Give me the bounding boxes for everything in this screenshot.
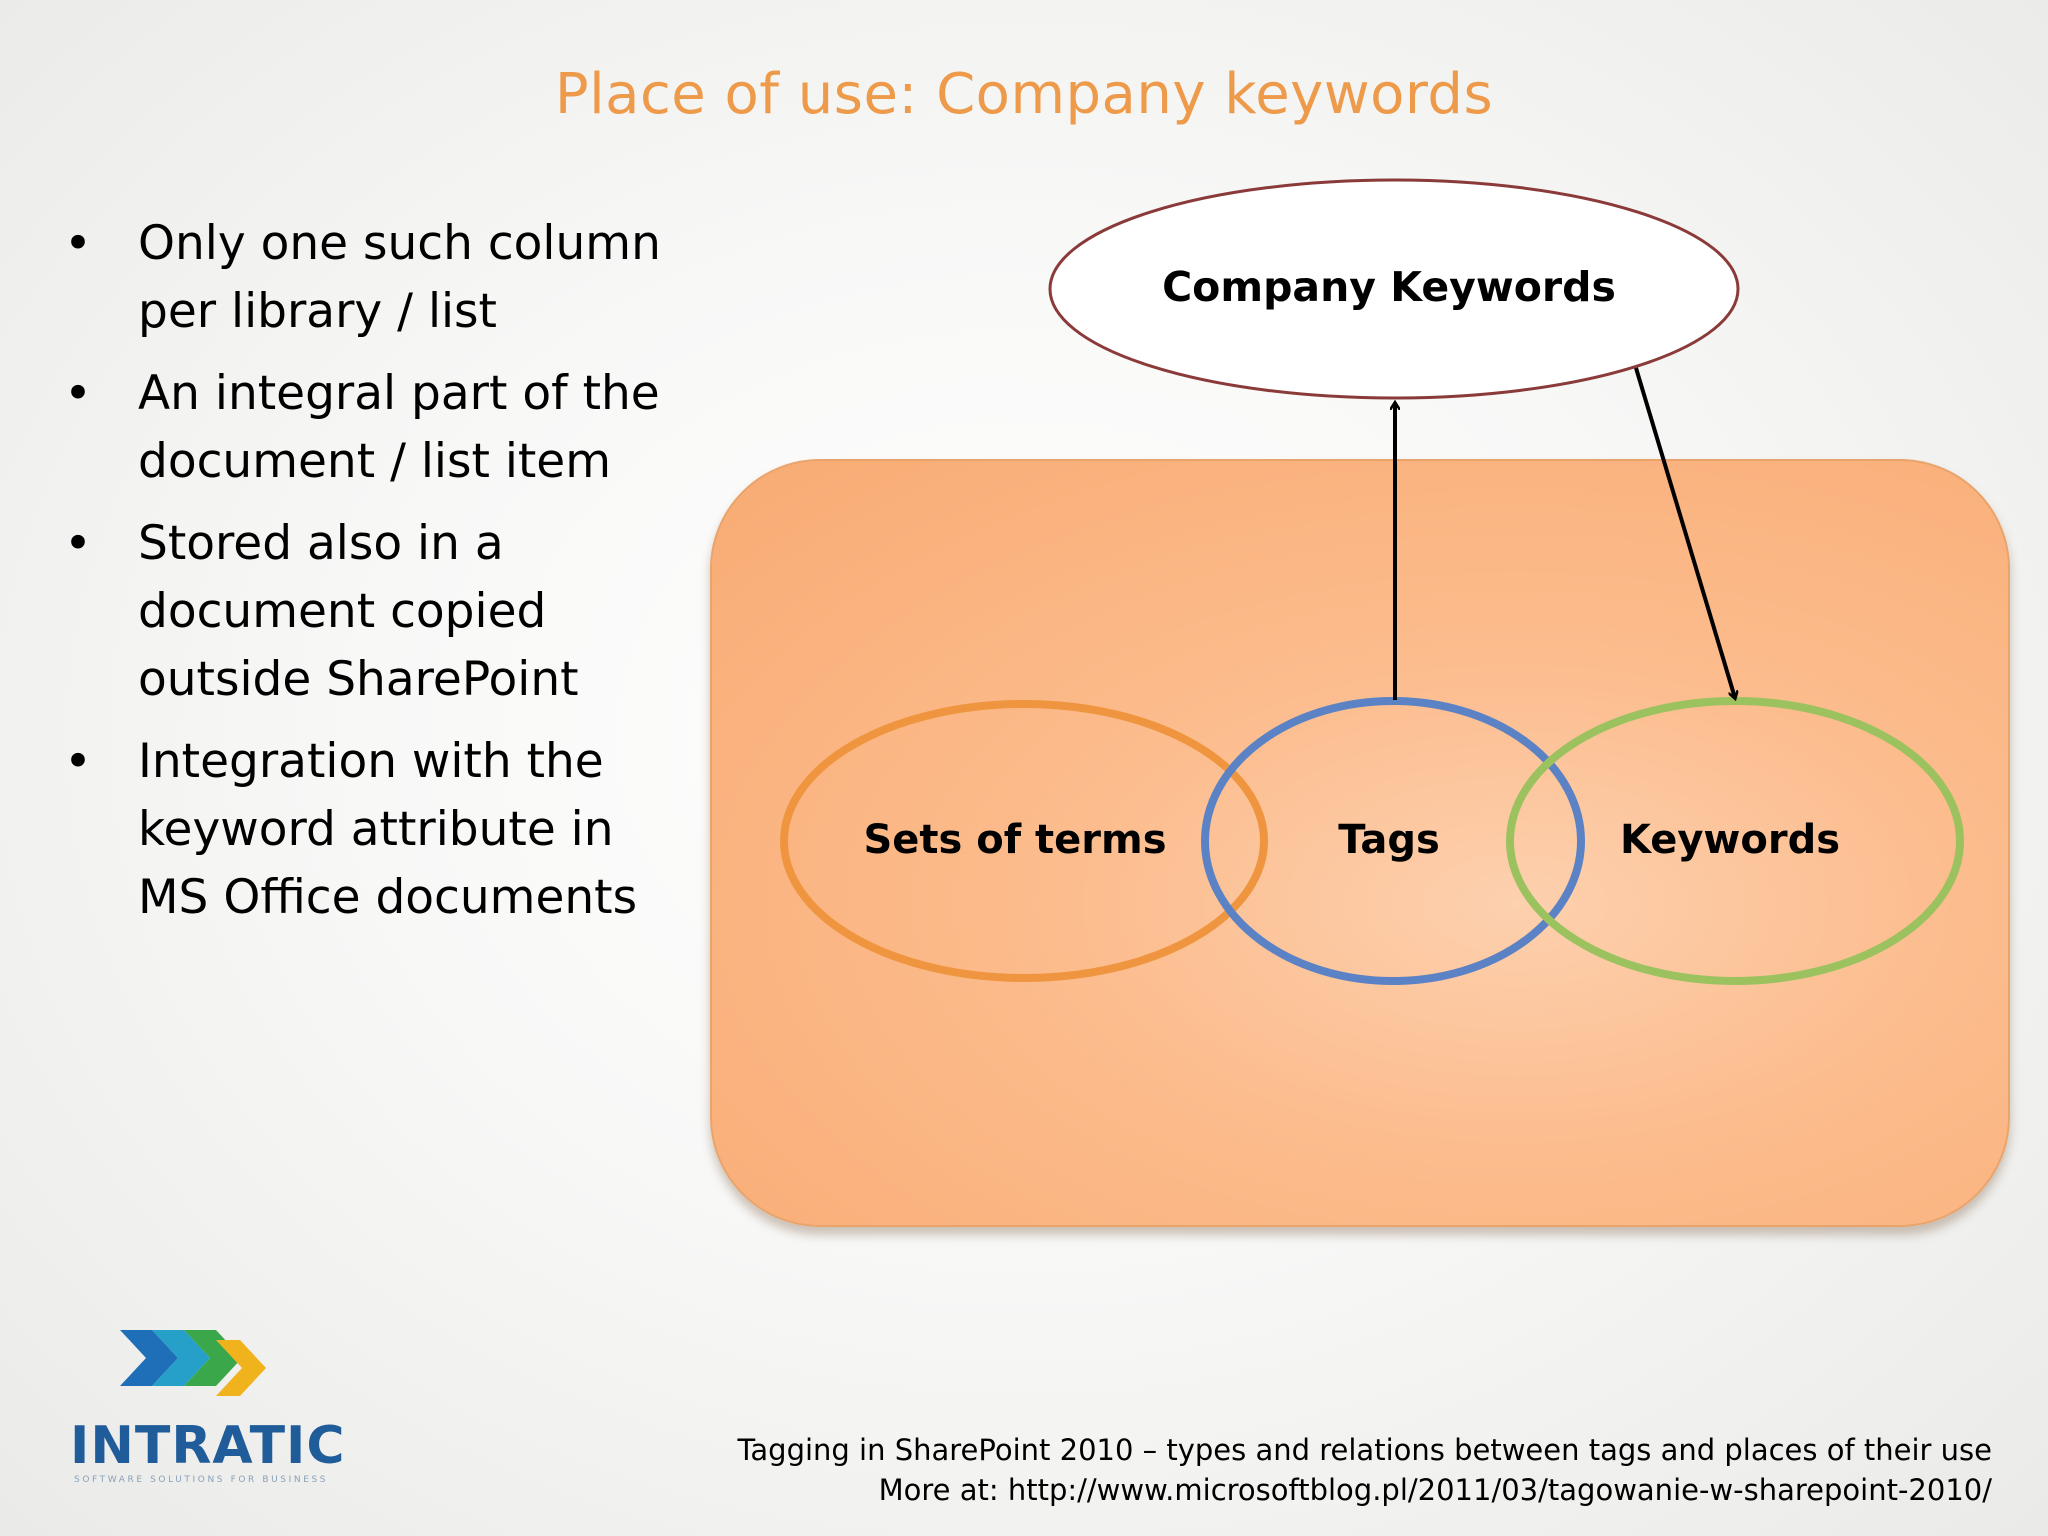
diagram-container-box — [710, 459, 2010, 1227]
bullet-item: • Stored also in a document copied outsi… — [56, 510, 696, 714]
tags-circle — [1201, 697, 1585, 985]
company-keywords-label: Company Keywords — [1162, 263, 1616, 311]
bullet-item: • An integral part of the document / lis… — [56, 360, 696, 496]
sets-of-terms-circle — [780, 700, 1268, 982]
company-to-keywords-arrow — [1634, 367, 1735, 698]
bullet-text: Stored also in a document copied outside… — [138, 516, 579, 707]
bullet-symbol: • — [64, 216, 92, 271]
company-keywords-ellipse — [1048, 178, 1740, 400]
sets-of-terms-label: Sets of terms — [863, 817, 1167, 863]
slide-title: Place of use: Company keywords — [554, 62, 1494, 127]
bullet-symbol: • — [64, 734, 92, 789]
bullet-text: An integral part of the document / list … — [138, 366, 660, 489]
bullet-list: • Only one such column per library / lis… — [56, 210, 696, 946]
chevrons-logo-icon — [120, 1330, 266, 1396]
bullet-symbol: • — [64, 366, 92, 421]
footer-caption: Tagging in SharePoint 2010 – types and r… — [737, 1430, 1992, 1510]
bullet-item: • Integration with the keyword attribute… — [56, 728, 696, 932]
footer-line-description: Tagging in SharePoint 2010 – types and r… — [737, 1433, 1992, 1467]
tags-label: Tags — [1338, 817, 1440, 863]
bullet-text: Only one such column per library / list — [138, 216, 661, 339]
keywords-label: Keywords — [1619, 817, 1841, 863]
logo-tagline: SOFTWARE SOLUTIONS FOR BUSINESS — [74, 1475, 329, 1485]
bullet-text: Integration with the keyword attribute i… — [138, 734, 638, 925]
logo-wordmark: INTRATIC — [70, 1416, 346, 1476]
bullet-symbol: • — [64, 516, 92, 571]
intratic-logo: INTRATIC SOFTWARE SOLUTIONS FOR BUSINESS — [70, 1328, 345, 1488]
footer-line-url: More at: http://www.microsoftblog.pl/201… — [878, 1473, 1992, 1507]
bullet-item: • Only one such column per library / lis… — [56, 210, 696, 346]
